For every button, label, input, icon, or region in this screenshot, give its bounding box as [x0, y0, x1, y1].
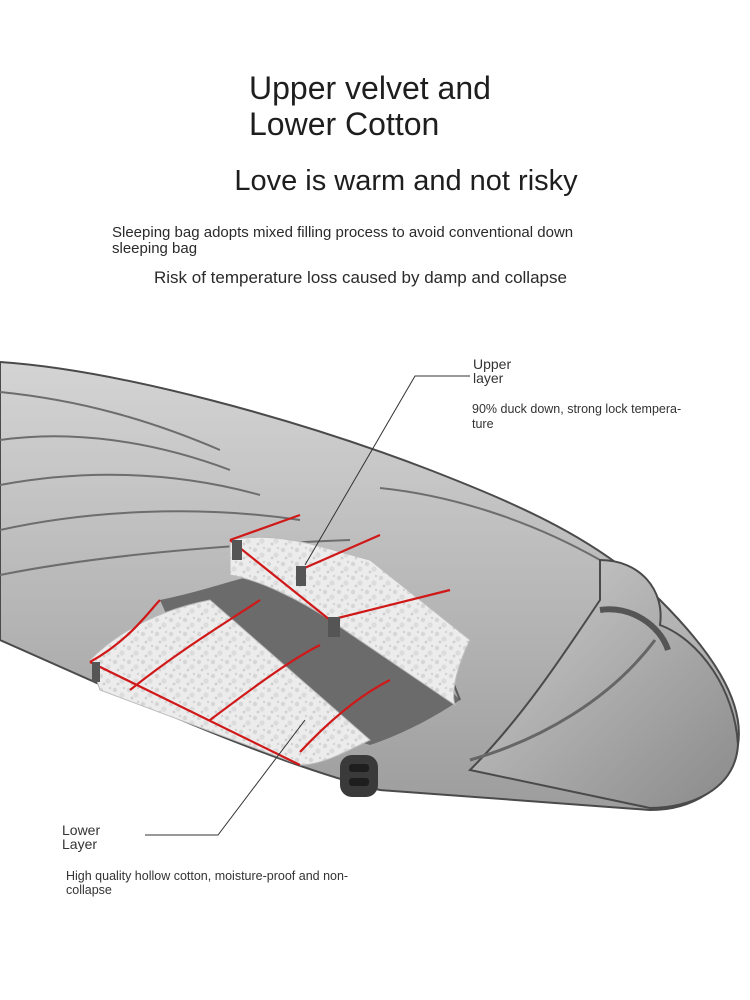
- lower-cotton-layer: [89, 599, 371, 766]
- title-line-1: Upper velvet and: [249, 70, 491, 106]
- tagline: Love is warm and not risky: [234, 165, 578, 197]
- zipper-toggle-icon: [340, 755, 378, 797]
- upper-layer-body-line-1: 90% duck down, strong lock tempera-: [472, 402, 682, 416]
- upper-layer-body-line-2: ture: [472, 417, 494, 431]
- title-line-2: Lower Cotton: [249, 106, 440, 142]
- bag-hood: [467, 558, 740, 810]
- description: Sleeping bag adopts mixed filling proces…: [112, 224, 574, 257]
- upper-down-layer: [229, 536, 471, 707]
- mesh-patches: [92, 540, 340, 682]
- lower-layer-body-line-1: High quality hollow cotton, moisture-pro…: [66, 869, 349, 883]
- lower-layer-label-line-2: Layer: [62, 836, 98, 852]
- callout-lines: [145, 375, 470, 836]
- upper-layer-label-line-1: Upper: [473, 356, 512, 372]
- lower-layer-body-line-2: collapse: [66, 883, 112, 897]
- description-2: Risk of temperature loss caused by damp …: [154, 268, 567, 287]
- lower-layer-label-line-1: Lower: [62, 822, 101, 838]
- baffle-stitching: [89, 513, 451, 766]
- upper-layer-label-line-2: layer: [473, 370, 504, 386]
